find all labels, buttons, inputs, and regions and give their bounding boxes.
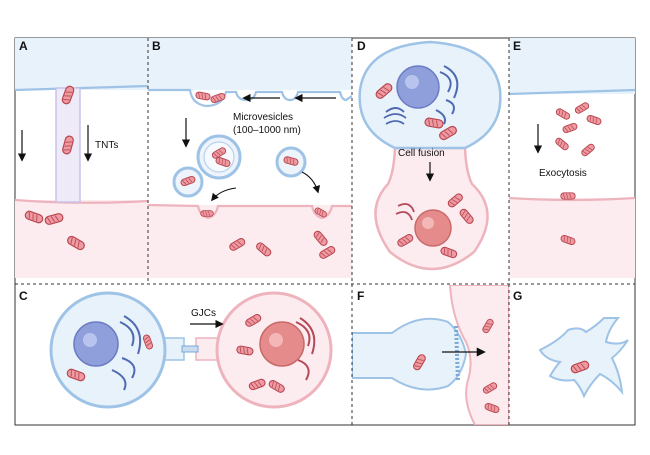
recipient-cell-region	[15, 200, 148, 278]
recipient-membrane	[509, 196, 635, 202]
panel-a	[15, 38, 148, 278]
annotation-gjcs: GJCs	[191, 308, 216, 319]
er-donor	[435, 65, 459, 125]
mitochondrion	[200, 210, 214, 217]
donor-cell-region	[15, 38, 148, 90]
nucleolus	[422, 217, 434, 229]
panel-f	[352, 285, 509, 425]
donor-cell-region	[148, 38, 352, 90]
annotation-microvesicles: Microvesicles	[233, 112, 293, 123]
nucleus-donor	[396, 65, 440, 109]
donor-membrane	[509, 88, 635, 96]
panel-c	[49, 291, 333, 409]
donor-cell-protrusion	[352, 317, 468, 391]
arrow-curved	[301, 171, 321, 194]
donor-cell-region	[509, 38, 635, 94]
panel-b	[148, 38, 352, 278]
annotation-tnts: TNTs	[95, 140, 118, 151]
nucleus-recipient	[414, 209, 452, 247]
annotation-microvesicles-size: (100–1000 nm)	[233, 125, 301, 136]
annotation-cell-fusion: Cell fusion	[398, 148, 445, 159]
recipient-membrane	[15, 198, 148, 204]
gap-junction-channel	[181, 345, 199, 353]
panel-label-e: E	[513, 39, 521, 53]
panel-label-d: D	[357, 39, 366, 53]
er-recipient	[295, 317, 316, 381]
panel-g	[538, 317, 629, 399]
annotation-exocytosis: Exocytosis	[539, 168, 587, 179]
nucleolus	[269, 333, 283, 347]
panel-e	[509, 38, 635, 278]
panel-label-a: A	[19, 39, 28, 53]
nucleus-recipient	[259, 321, 305, 367]
er-donor	[111, 315, 142, 391]
nucleus-donor	[73, 321, 119, 367]
nucleolus	[405, 75, 419, 89]
synapse-contact	[454, 325, 460, 383]
panel-label-f: F	[357, 289, 364, 303]
panel-label-b: B	[152, 39, 161, 53]
er-recipient	[395, 203, 415, 221]
panel-d	[358, 40, 502, 271]
recipient-cell-branched	[538, 317, 629, 399]
nucleolus	[83, 333, 97, 347]
panel-label-c: C	[19, 289, 28, 303]
mitochondrion	[560, 192, 576, 200]
panel-label-g: G	[513, 289, 522, 303]
golgi-donor	[383, 107, 407, 125]
arrow-curved	[211, 187, 237, 202]
donor-membrane	[15, 84, 148, 92]
